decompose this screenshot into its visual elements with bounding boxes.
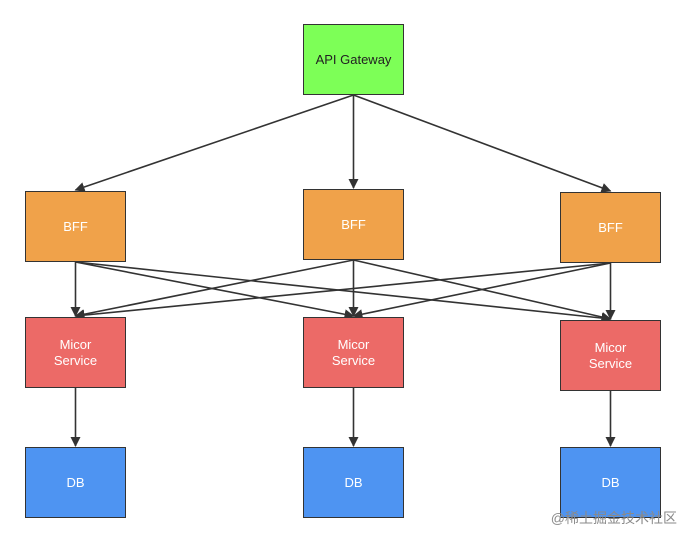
edge-bff_1-to-svc_2	[75, 261, 355, 320]
bff-node-center: BFF	[303, 189, 404, 260]
micro-service-node-center: Micor Service	[303, 317, 404, 388]
edge-gateway-to-bff_3	[353, 94, 612, 193]
bff-node-right: BFF	[560, 192, 661, 263]
bff-label: BFF	[341, 216, 366, 232]
db-node-center: DB	[303, 447, 404, 518]
edge-bff_3-to-svc_1	[74, 262, 611, 321]
watermark: @稀土掘金技术社区	[550, 510, 677, 526]
edge-bff_2-to-svc_1	[74, 259, 354, 320]
micro-service-label-line1: Micor	[337, 336, 370, 352]
micro-service-label: Micor Service	[54, 337, 97, 369]
micro-service-label-line1: Micor	[594, 339, 627, 355]
micro-service-label: Micor Service	[332, 337, 375, 369]
api-gateway-label: API Gateway	[315, 51, 392, 67]
edge-bff_3-to-svc_2	[352, 262, 611, 320]
bff-label: BFF	[598, 219, 623, 235]
edges-group	[70, 94, 616, 447]
edge-gateway-to-bff_1	[74, 94, 354, 192]
bff-label: BFF	[63, 218, 88, 234]
micro-service-label-line2: Service	[331, 352, 376, 368]
micro-service-label-line2: Service	[53, 352, 98, 368]
micro-service-node-right: Micor Service	[560, 320, 661, 391]
micro-service-label: Micor Service	[589, 340, 632, 372]
bff-node-left: BFF	[25, 191, 126, 262]
db-label: DB	[601, 474, 620, 490]
micro-service-label-line1: Micor	[59, 336, 92, 352]
db-label: DB	[66, 474, 85, 490]
db-node-left: DB	[25, 447, 126, 518]
micro-service-node-left: Micor Service	[25, 317, 126, 388]
db-label: DB	[344, 474, 363, 490]
db-node-right: DB	[560, 447, 661, 518]
micro-service-label-line2: Service	[588, 355, 633, 371]
api-gateway-node: API Gateway	[303, 24, 404, 95]
edge-bff_1-to-svc_3	[75, 261, 612, 324]
